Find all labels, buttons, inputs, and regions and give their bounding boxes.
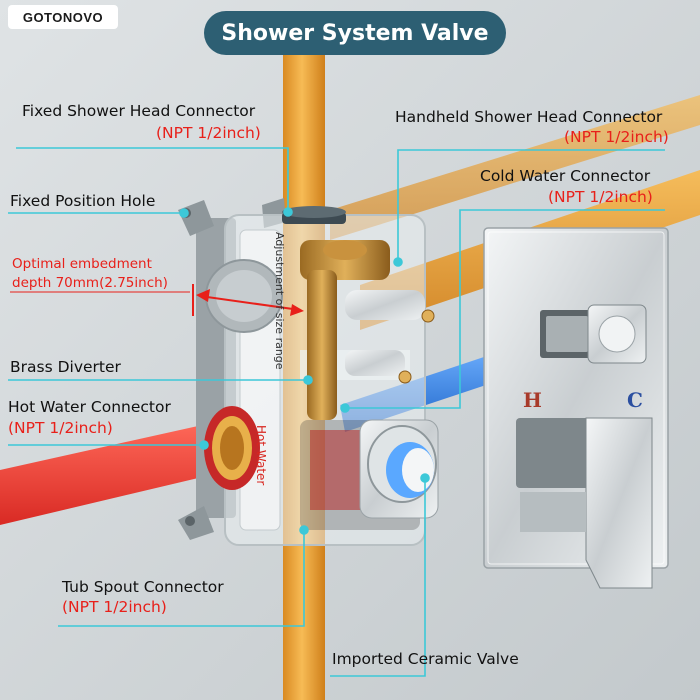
pipe-hot xyxy=(0,420,232,525)
hot-inlet-ring xyxy=(204,406,260,490)
leader-ceramic-valve xyxy=(330,478,426,677)
label-tub-spout: Tub Spout Connector xyxy=(62,578,224,596)
housing-hot-water-text: Hot Water xyxy=(254,425,268,486)
leader-fixed-head xyxy=(16,147,289,212)
leader-lines xyxy=(8,147,665,677)
pipe-diagonal-back xyxy=(330,95,700,240)
ceramic-cartridge xyxy=(359,419,439,519)
spec-hot-water: (NPT 1/2inch) xyxy=(8,419,113,437)
label-embedment-line1: Optimal embedment xyxy=(12,256,152,272)
label-brass-diverter: Brass Diverter xyxy=(10,358,121,376)
trim-cold-letter: C xyxy=(627,388,643,412)
label-fixed-head: Fixed Shower Head Connector xyxy=(22,102,256,120)
label-embedment-line2: depth 70mm(2.75inch) xyxy=(12,275,168,291)
brand-logo-text: GOTONOVO xyxy=(22,9,104,25)
page-title-text: Shower System Valve xyxy=(221,20,489,46)
spec-cold-water: (NPT 1/2inch) xyxy=(548,188,653,206)
leader-cold-water xyxy=(345,209,665,409)
label-handheld-head: Handheld Shower Head Connector xyxy=(395,108,663,126)
spec-handheld-head: (NPT 1/2inch) xyxy=(564,128,669,146)
leader-handheld-head xyxy=(397,149,665,262)
housing-adjust-text: Adjustment of size range xyxy=(273,232,286,370)
trim-hot-letter: H xyxy=(523,388,542,412)
spec-tub-spout: (NPT 1/2inch) xyxy=(62,598,167,616)
label-cold-water: Cold Water Connector xyxy=(480,167,651,185)
page-title: Shower System Valve xyxy=(204,11,506,55)
label-ceramic-valve: Imported Ceramic Valve xyxy=(332,650,519,668)
brand-logo: GOTONOVO xyxy=(8,5,118,29)
label-hot-water: Hot Water Connector xyxy=(8,398,171,416)
embedment-dimension xyxy=(10,284,304,316)
brass-diverter xyxy=(282,206,435,420)
trim-plate xyxy=(483,227,669,589)
spec-fixed-head: (NPT 1/2inch) xyxy=(156,124,261,142)
label-fixed-hole: Fixed Position Hole xyxy=(10,192,156,210)
leader-tub-spout xyxy=(58,530,305,627)
